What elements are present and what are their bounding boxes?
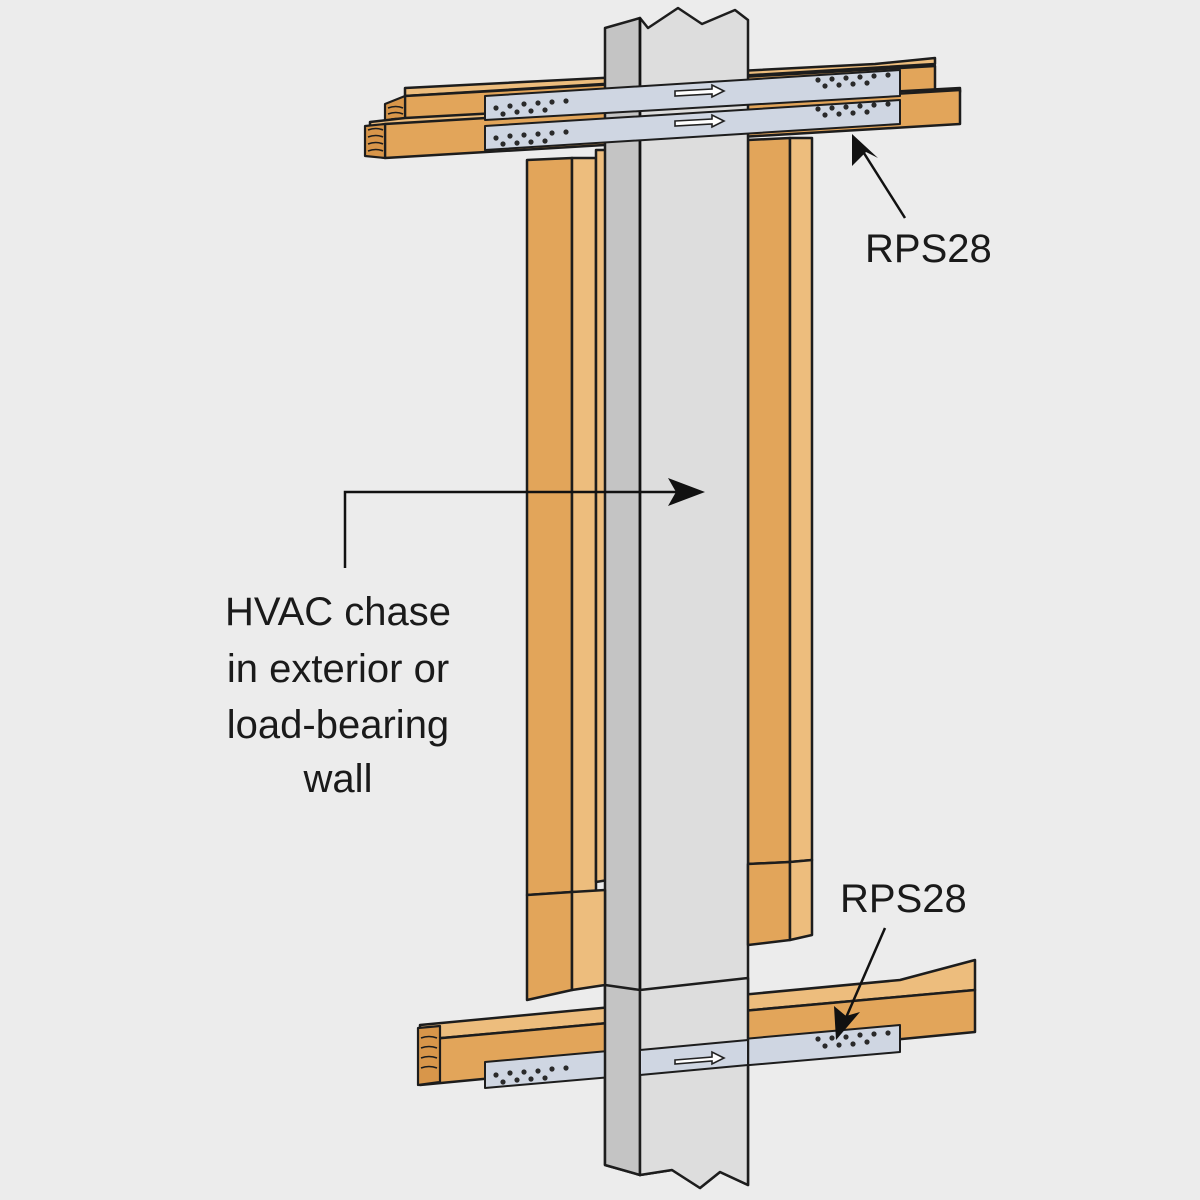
chase-label-line-2: in exterior or	[227, 647, 449, 691]
chase-label-line-3: load-bearing	[227, 703, 449, 747]
rps28-bottom-arrow-icon	[834, 1006, 860, 1040]
strap-holes-right-upper	[815, 72, 891, 89]
strap-holes-bottom-left	[493, 1065, 569, 1085]
hvac-duct-lower	[603, 976, 750, 1190]
strap-holes-left-lower	[493, 129, 569, 147]
rps28-top-label: RPS28	[865, 227, 992, 271]
rps28-bottom-leader	[834, 927, 887, 1040]
left-stud-base-side	[570, 888, 607, 992]
top-plate-lower-end	[363, 122, 387, 160]
rps28-top-leader	[852, 134, 907, 219]
chase-label-line-4: wall	[303, 757, 373, 801]
strap-holes-left-upper	[493, 98, 569, 117]
right-stud-base	[746, 860, 792, 947]
rps28-bottom-label: RPS28	[840, 877, 967, 921]
left-stud-outer	[525, 156, 598, 897]
left-stud-base	[525, 890, 574, 1002]
strap-holes-right-lower	[815, 101, 891, 118]
strap-direction-arrow-lower	[674, 113, 726, 129]
hvac-chase-label: HVAC chase in exterior or load-bearing w…	[225, 590, 451, 801]
rps28-strap-top-upper	[484, 69, 901, 121]
rps28-strap-top-lower	[484, 99, 901, 151]
chase-arrow-icon	[668, 478, 705, 506]
strap-holes-bottom-right	[815, 1030, 891, 1049]
chase-label-line-1: HVAC chase	[225, 590, 451, 634]
chase-leader	[343, 478, 705, 568]
right-stud-base-side	[788, 858, 814, 942]
right-stud	[746, 136, 814, 866]
rps28-top-arrow-icon	[852, 134, 878, 166]
bottom-plate-end	[416, 1024, 442, 1087]
strap-direction-arrow-upper	[674, 83, 726, 99]
hvac-duct	[603, 6, 750, 1190]
strap-direction-arrow-bottom	[674, 1050, 726, 1066]
